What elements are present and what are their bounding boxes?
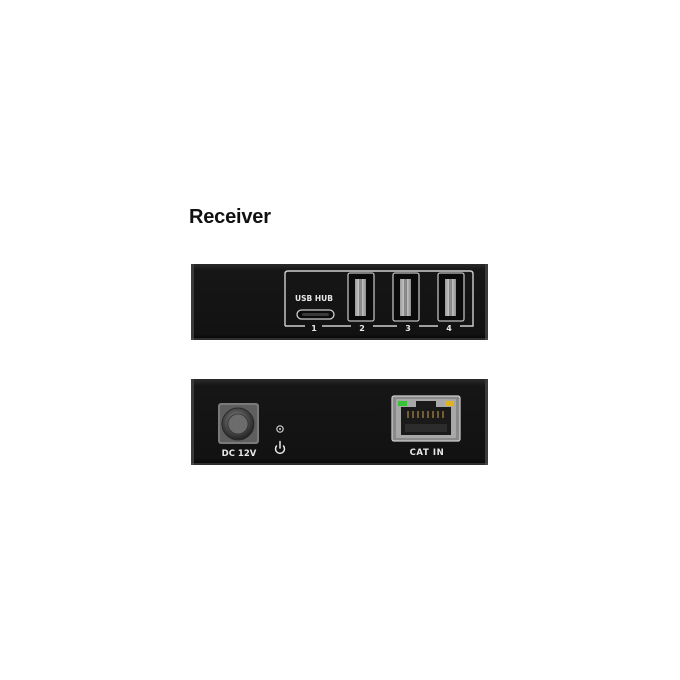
- receiver-heading: Receiver: [189, 206, 271, 228]
- port-number-3: 3: [405, 324, 411, 333]
- usb-a-port-4: [437, 272, 465, 322]
- port-number-2: 2: [359, 324, 365, 333]
- dc-polarity-icon: [276, 425, 284, 433]
- link-led-green: [398, 401, 407, 406]
- usb-hub-outline: [284, 270, 474, 327]
- dc-12v-label: DC 12V: [222, 449, 257, 459]
- cat-in-label: CAT IN: [410, 448, 445, 458]
- usb-a-port-3: [392, 272, 420, 322]
- usb-hub-label: USB HUB: [295, 294, 333, 303]
- port-number-1: 1: [311, 324, 317, 333]
- power-symbol-icon: [274, 440, 286, 455]
- port-number-4: 4: [446, 324, 452, 333]
- usb-a-port-2: [347, 272, 375, 322]
- activity-led-yellow: [445, 401, 454, 406]
- front-panel: USB HUB 1 2: [191, 264, 488, 340]
- rear-panel: DC 12V: [191, 379, 488, 465]
- usb-c-port: [296, 309, 335, 320]
- rj45-port: [391, 395, 461, 442]
- dc-power-jack: [218, 403, 259, 444]
